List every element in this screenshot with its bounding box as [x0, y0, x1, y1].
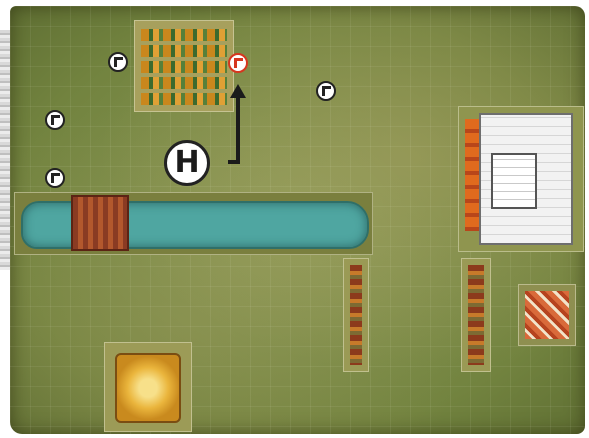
hedge-east-tile	[461, 258, 491, 372]
guard-marker-icon[interactable]	[316, 81, 336, 101]
guard-marker-icon[interactable]	[45, 168, 65, 188]
manor-tower	[491, 153, 537, 209]
wooden-dock	[71, 195, 129, 251]
haystack-tile	[104, 342, 192, 432]
guard-marker-icon[interactable]	[45, 110, 65, 130]
game-board	[10, 6, 585, 434]
movement-arrow	[210, 84, 250, 164]
guard-marker-highlighted-icon[interactable]	[228, 53, 248, 73]
pond-tile	[14, 192, 373, 255]
hedge-west-tile	[343, 258, 369, 372]
manor-tile	[458, 106, 584, 252]
hero-token[interactable]: H	[164, 140, 210, 186]
hero-token-label: H	[174, 148, 199, 178]
flower-bed-tile	[518, 284, 576, 346]
guard-marker-icon[interactable]	[108, 52, 128, 72]
